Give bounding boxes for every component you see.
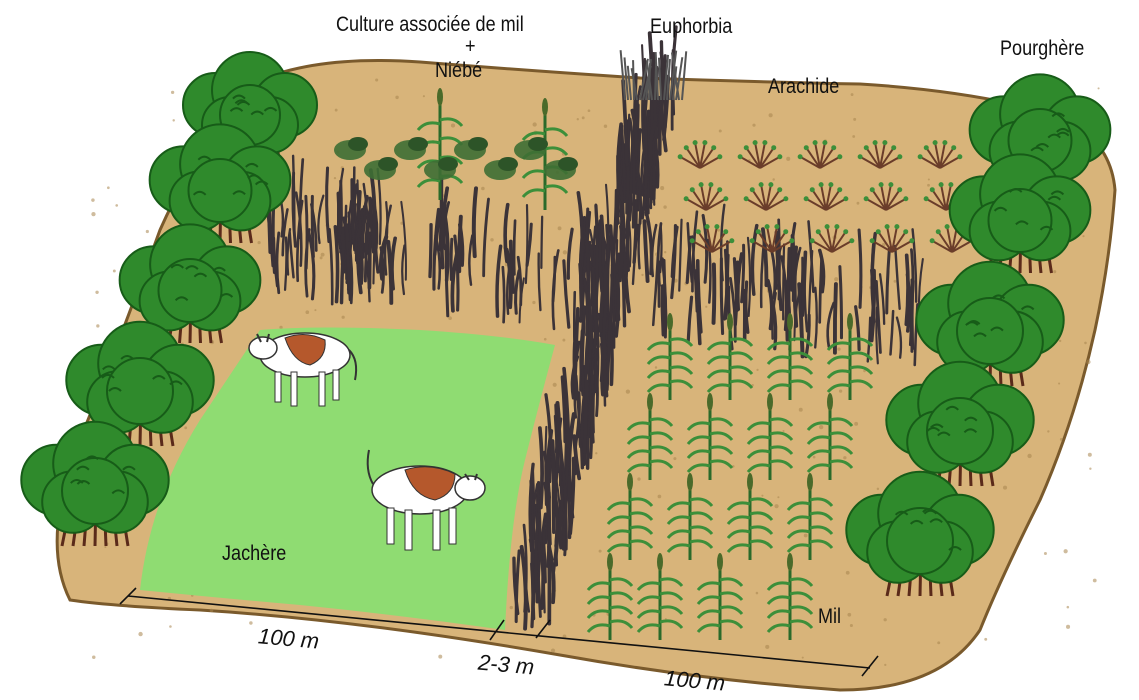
euphorbia-hedge-icon: [540, 428, 542, 507]
mil-label: Mil: [818, 606, 841, 627]
intercrop-plus-sign: +: [465, 36, 476, 57]
euphorbia-hedge-icon: [585, 382, 587, 452]
intercrop-label-line2: Niébé: [435, 60, 482, 81]
intercrop-label-line1: Culture associée de mil: [336, 14, 524, 35]
euphorbia-hedge-icon: [532, 564, 533, 627]
euphorbia-hedge-icon: [544, 523, 545, 613]
euphorbia-hedge-icon: [503, 267, 504, 322]
euphorbia-hedge-icon: [451, 239, 452, 279]
euphorbia-hedge-icon: [835, 284, 836, 353]
euphorbia-label: Euphorbia: [650, 16, 732, 37]
euphorbia-hedge-icon: [446, 246, 448, 316]
euphorbia-hedge-icon: [560, 506, 561, 548]
dimension-hedge-width: 2-3 m: [477, 652, 535, 679]
euphorbia-hedge-icon: [645, 103, 646, 188]
euphorbia-hedge-icon: [721, 259, 722, 334]
euphorbia-hedge-icon: [912, 281, 913, 349]
euphorbia-hedge-icon: [580, 264, 582, 318]
euphorbia-hedge-icon: [596, 205, 597, 282]
euphorbia-hedge-icon: [660, 225, 661, 272]
dimension-right-field: 100 m: [663, 667, 726, 694]
euphorbia-hedge-icon: [906, 255, 908, 324]
euphorbia-hedge-icon: [662, 286, 663, 334]
euphorbia-hedge-icon: [589, 293, 591, 356]
euphorbia-hedge-icon: [459, 217, 461, 272]
euphorbia-hedge-icon: [342, 242, 344, 303]
euphorbia-hedge-icon: [514, 221, 515, 275]
pourghere-label: Pourghère: [1000, 38, 1084, 59]
arachide-label: Arachide: [768, 76, 839, 97]
euphorbia-hedge-icon: [859, 230, 861, 307]
euphorbia-hedge-icon: [312, 196, 313, 256]
euphorbia-hedge-icon: [541, 217, 542, 268]
jachere-label: Jachère: [222, 543, 286, 564]
euphorbia-hedge-icon: [840, 267, 842, 338]
euphorbia-hedge-icon: [634, 201, 636, 263]
euphorbia-hedge-icon: [430, 225, 431, 277]
euphorbia-hedge-icon: [587, 209, 588, 274]
euphorbia-hedge-icon: [714, 264, 715, 322]
dimension-left-field: 100 m: [257, 625, 320, 652]
euphorbia-hedge-icon: [616, 276, 618, 336]
euphorbia-hedge-icon: [285, 237, 286, 289]
euphorbia-hedge-icon: [474, 188, 476, 256]
